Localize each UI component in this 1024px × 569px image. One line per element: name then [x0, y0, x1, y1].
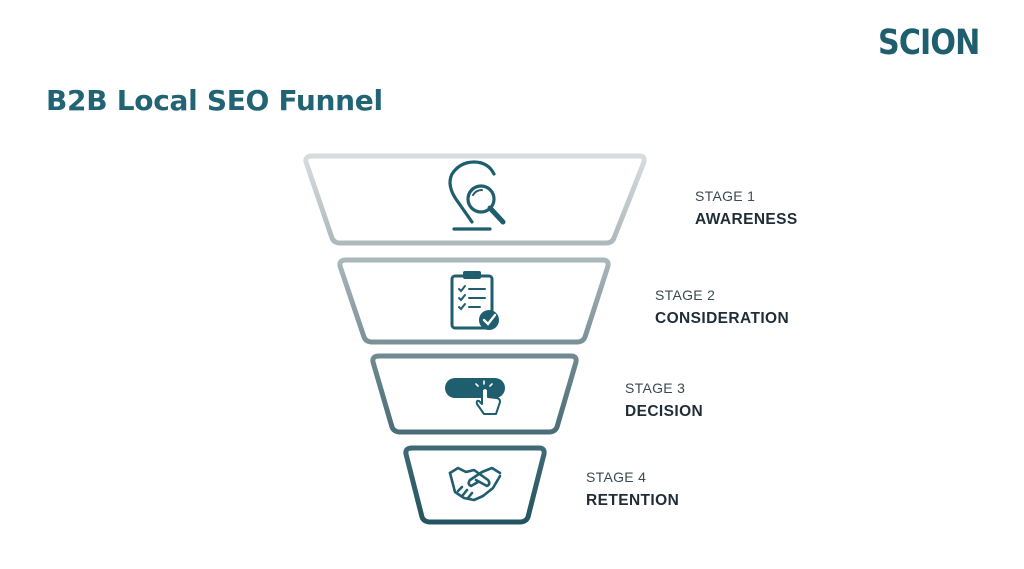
stage-number: STAGE 4: [586, 469, 647, 485]
stage-label-3: STAGE 3 DECISION: [625, 379, 703, 421]
brand-logo: SCION: [878, 23, 980, 63]
stage-label-2: STAGE 2 CONSIDERATION: [655, 286, 789, 328]
funnel-segment-3: [370, 353, 579, 435]
stage-label-1: STAGE 1 AWARENESS: [695, 187, 798, 229]
funnel-segment-2: [337, 257, 611, 345]
stage-name: AWARENESS: [695, 211, 798, 228]
location-search-icon: [448, 160, 506, 231]
stage-number: STAGE 1: [695, 188, 756, 204]
clipboard-check-icon: [450, 271, 499, 330]
stage-label-4: STAGE 4 RETENTION: [586, 468, 679, 510]
funnel-segment-4: [403, 445, 547, 525]
stage-name: CONSIDERATION: [655, 310, 790, 327]
handshake-icon: [448, 466, 502, 502]
page-title: B2B Local SEO Funnel: [46, 84, 383, 117]
stage-number: STAGE 3: [625, 380, 686, 396]
funnel-segment-1: [303, 153, 647, 246]
stage-name: RETENTION: [586, 492, 680, 509]
stage-number: STAGE 2: [655, 287, 716, 303]
stage-name: DECISION: [625, 403, 704, 420]
click-button-icon: [445, 378, 505, 415]
